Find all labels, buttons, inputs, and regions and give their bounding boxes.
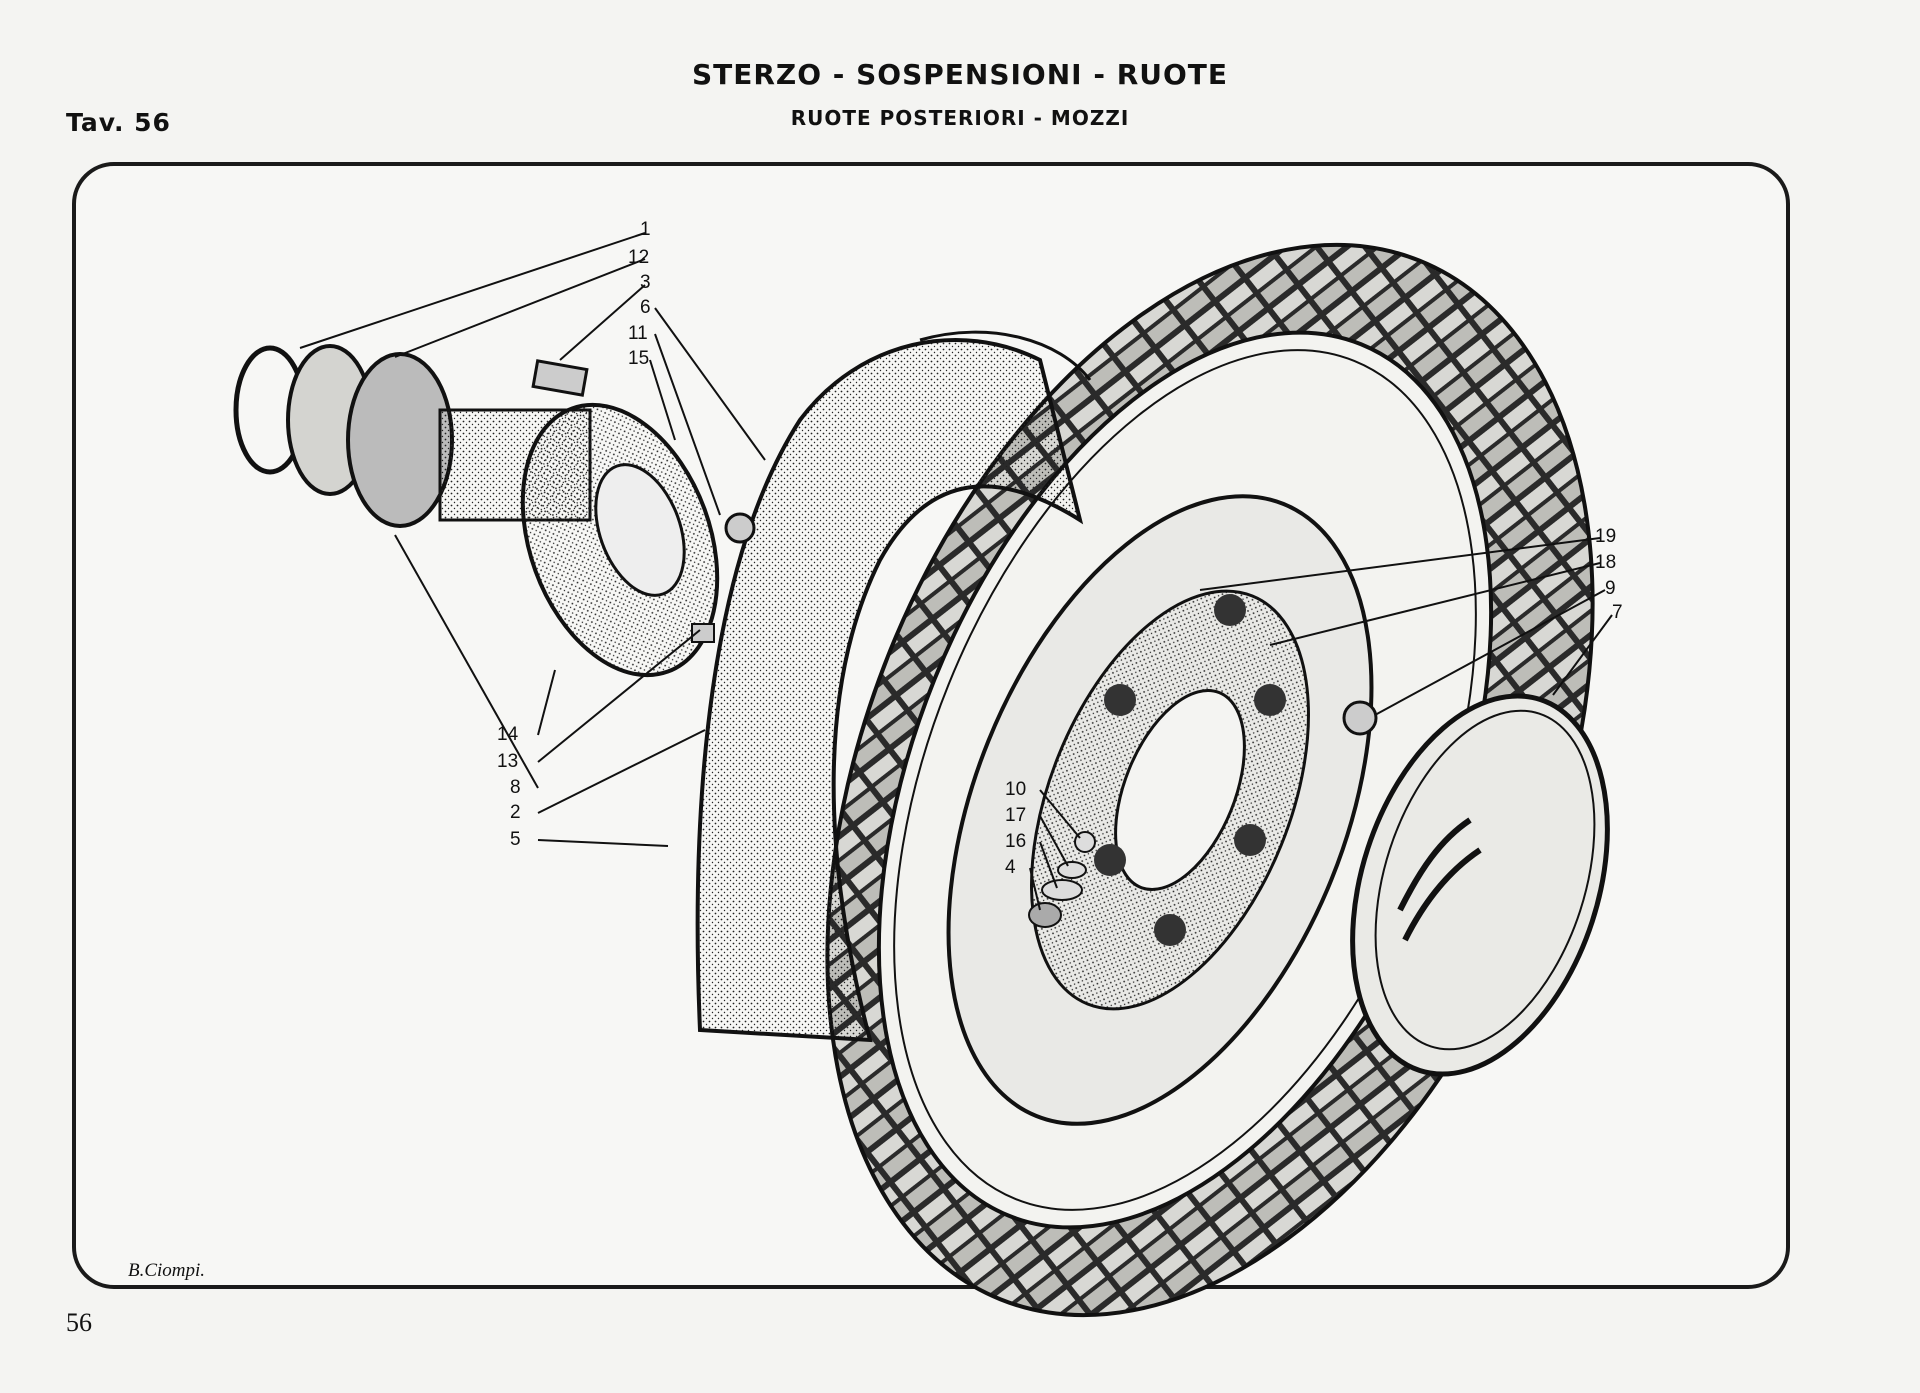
callout-3: 3 — [640, 272, 651, 293]
hub-assembly-illustration — [233, 344, 756, 678]
page-number: 56 — [66, 1308, 92, 1337]
callout-8: 8 — [510, 777, 521, 798]
callout-2: 2 — [510, 802, 521, 823]
leader-lines — [299, 232, 1613, 911]
page-title: STERZO - SOSPENSIONI - RUOTE — [691, 58, 1229, 91]
callout-15: 15 — [628, 348, 650, 369]
callout-9: 9 — [1605, 578, 1616, 599]
callout-1: 1 — [640, 219, 651, 240]
callout-10: 10 — [1005, 779, 1027, 800]
callout-5: 5 — [510, 829, 521, 850]
callout-16: 16 — [1005, 831, 1027, 852]
callout-18: 18 — [1595, 552, 1617, 573]
inner-tube-illustration — [695, 330, 1092, 1043]
wheel-rim-illustration — [946, 494, 1378, 1126]
callout-12: 12 — [628, 247, 650, 268]
callout-7: 7 — [1612, 602, 1623, 623]
page-subtitle: RUOTE POSTERIORI - MOZZI — [790, 106, 1130, 130]
callout-13: 13 — [497, 751, 519, 772]
hubcap-illustration — [1350, 693, 1610, 1077]
callout-4: 4 — [1005, 857, 1016, 878]
callout-17: 17 — [1005, 805, 1027, 826]
callout-19: 19 — [1595, 526, 1617, 547]
illustrator-signature: B.Ciompi. — [128, 1260, 206, 1281]
plate-number: Tav. 56 — [66, 108, 171, 137]
callout-14: 14 — [497, 724, 519, 745]
callout-11: 11 — [628, 323, 648, 344]
callout-6: 6 — [640, 297, 651, 318]
